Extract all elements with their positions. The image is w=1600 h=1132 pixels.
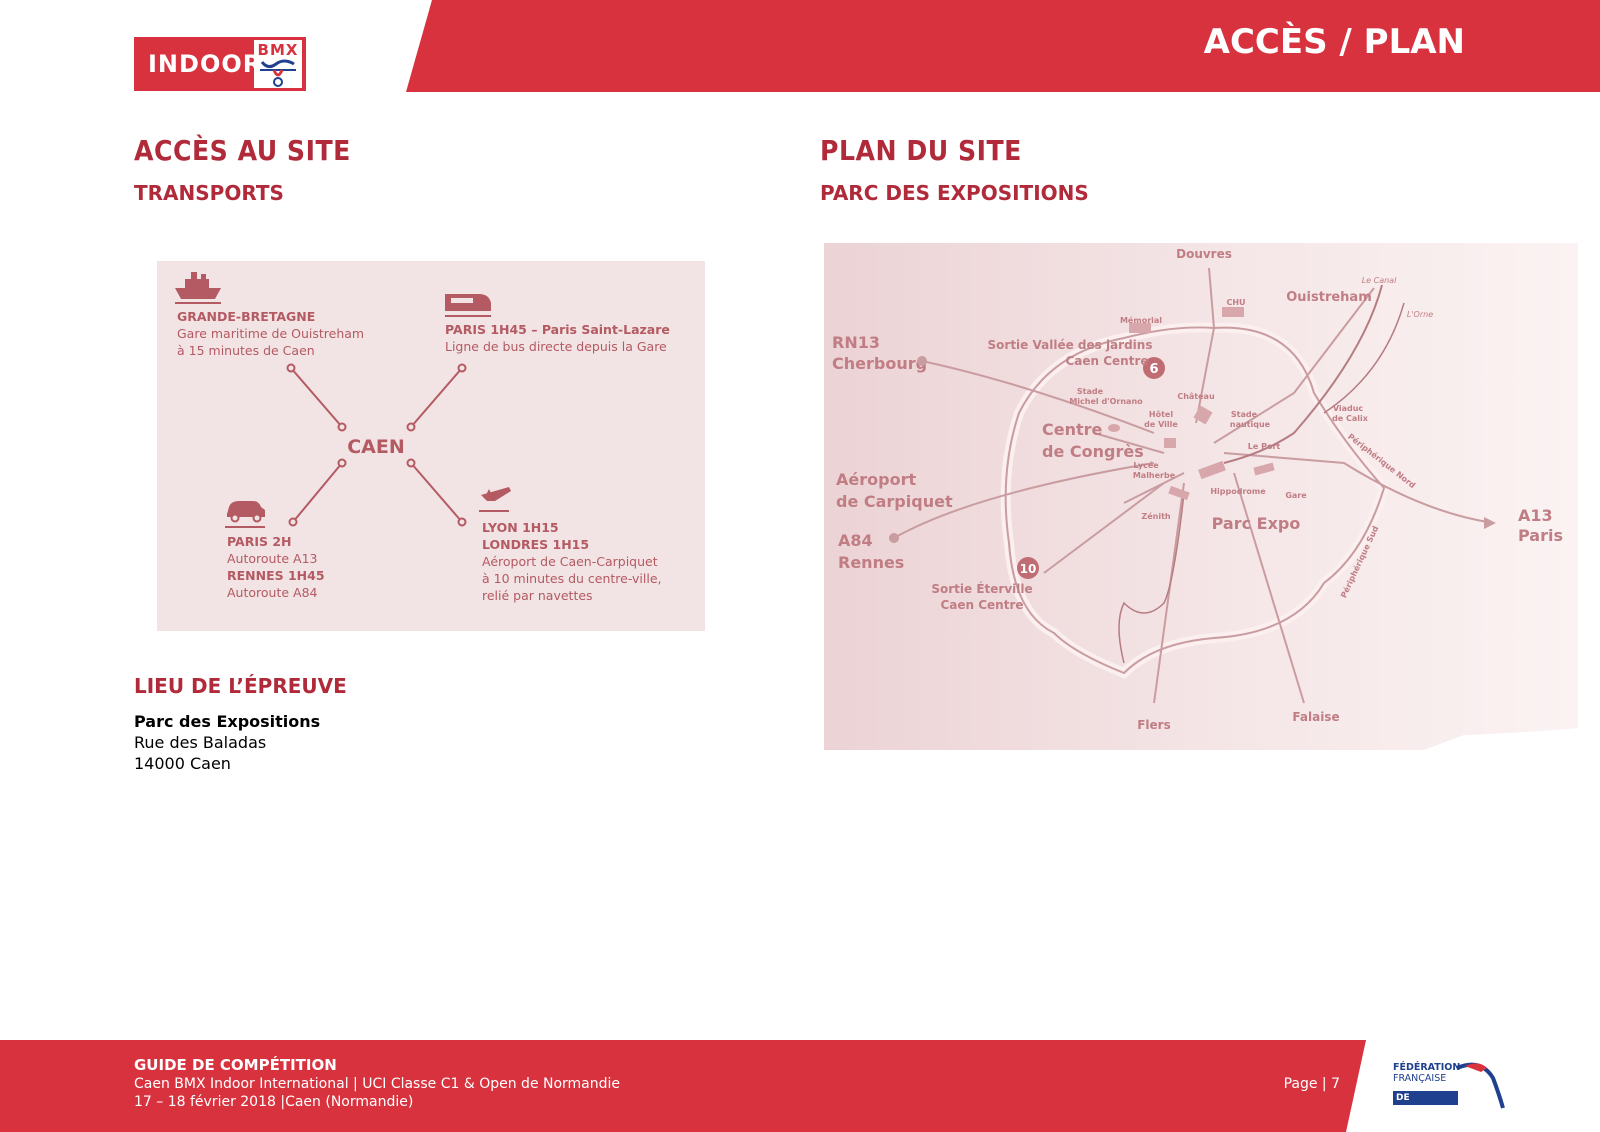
map-hotel-ville-2: de Ville xyxy=(1144,420,1178,429)
map-parc-expo: Parc Expo xyxy=(1212,514,1301,533)
map-hippodrome: Hippodrome xyxy=(1210,487,1266,496)
logo-indoor-text: INDOOR xyxy=(148,50,263,78)
venue-name: Parc des Expositions xyxy=(134,712,321,731)
map-flers: Flers xyxy=(1137,718,1171,732)
map-hotel-ville-1: Hôtel xyxy=(1149,409,1173,419)
map-chateau: Château xyxy=(1177,392,1215,401)
car-line1: PARIS 2H xyxy=(227,534,291,549)
ffc-line1: FÉDÉRATION xyxy=(1393,1062,1461,1073)
car-line3: RENNES 1H45 xyxy=(227,568,325,583)
map-sortie-eterville-2: Caen Centre xyxy=(940,598,1023,612)
indoor-bmx-logo: INDOOR BMX xyxy=(134,37,306,91)
exit-6: 6 xyxy=(1149,362,1158,377)
plane-line1: LYON 1H15 xyxy=(482,520,559,535)
transport-infographic: GRANDE-BRETAGNE Gare maritime de Ouistre… xyxy=(157,261,705,631)
ship-icon xyxy=(175,272,221,304)
map-cherbourg: Cherbourg xyxy=(832,354,927,373)
footer-guide: GUIDE DE COMPÉTITION xyxy=(134,1056,337,1074)
gb-line2: à 15 minutes de Caen xyxy=(177,343,315,358)
logo-bmx-text: BMX xyxy=(257,41,299,59)
map-ouistreham: Ouistreham xyxy=(1286,290,1372,305)
parc-subheading: PARC DES EXPOSITIONS xyxy=(820,181,1089,205)
bmx-badge: BMX xyxy=(254,40,302,88)
map-le-port: Le Port xyxy=(1248,442,1281,451)
map-l-orne: L'Orne xyxy=(1407,310,1433,319)
plane-line3: Aéroport de Caen-Carpiquet xyxy=(482,554,658,569)
page-number: Page | 7 xyxy=(1283,1076,1340,1092)
map-lycee-1: Lycée xyxy=(1133,460,1159,470)
site-map: 6 10 Douvres Ouistreham Le Canal L'Orne … xyxy=(824,243,1578,750)
gb-title: GRANDE-BRETAGNE xyxy=(177,309,315,324)
map-aeroport-2: de Carpiquet xyxy=(836,492,953,511)
map-centre-congres-2: de Congrès xyxy=(1042,442,1144,461)
map-viaduc-2: de Calix xyxy=(1332,414,1369,423)
map-stade-michel-1: Stade xyxy=(1077,387,1104,396)
exit-10: 10 xyxy=(1020,562,1037,576)
venue-street: Rue des Baladas xyxy=(134,733,267,752)
map-paris: Paris xyxy=(1518,526,1563,545)
ffc-line2: FRANÇAISE xyxy=(1393,1073,1447,1084)
plan-heading: PLAN DU SITE xyxy=(820,134,1022,167)
map-le-canal: Le Canal xyxy=(1362,276,1397,285)
map-stade-michel-2: Michel d'Ornano xyxy=(1069,397,1143,406)
map-zenith: Zénith xyxy=(1141,511,1170,521)
car-line4: Autoroute A84 xyxy=(227,585,318,600)
map-falaise: Falaise xyxy=(1292,710,1339,724)
map-gare: Gare xyxy=(1285,491,1307,500)
map-rennes: Rennes xyxy=(838,553,904,572)
caen-label: CAEN xyxy=(347,436,405,458)
map-sortie-vallee-1: Sortie Vallée des jardins xyxy=(988,338,1153,352)
car-line2: Autoroute A13 xyxy=(227,551,317,566)
footer-event: Caen BMX Indoor International | UCI Clas… xyxy=(134,1076,621,1092)
plane-line5: relié par navettes xyxy=(482,588,593,603)
venue-heading: LIEU DE L’ÉPREUVE xyxy=(134,674,347,698)
map-sortie-eterville-1: Sortie Éterville xyxy=(931,581,1032,596)
map-stade-nautique-1: Stade xyxy=(1231,410,1258,419)
access-heading: ACCÈS AU SITE xyxy=(134,134,351,167)
map-aeroport-1: Aéroport xyxy=(836,470,916,489)
map-rn13: RN13 xyxy=(832,333,880,352)
train-title: PARIS 1H45 – Paris Saint-Lazare xyxy=(445,322,670,337)
bike-icon xyxy=(260,59,296,87)
map-a13: A13 xyxy=(1518,506,1553,525)
venue-city: 14000 Caen xyxy=(134,754,231,773)
map-memorial: Mémorial xyxy=(1120,315,1162,325)
plane-icon xyxy=(479,487,511,512)
transports-subheading: TRANSPORTS xyxy=(134,181,284,205)
footer-date: 17 – 18 février 2018 |Caen (Normandie) xyxy=(134,1094,414,1110)
ffc-logo: FÉDÉRATION FRANÇAISE DE CYCLISME xyxy=(1393,1058,1511,1117)
ffc-line3: DE CYCLISME xyxy=(1393,1091,1458,1117)
page-title: ACCÈS / PLAN xyxy=(1203,22,1465,62)
map-chu: CHU xyxy=(1226,298,1245,307)
car-icon xyxy=(225,501,265,528)
train-line1: Ligne de bus directe depuis la Gare xyxy=(445,339,667,354)
footer-info: GUIDE DE COMPÉTITION Caen BMX Indoor Int… xyxy=(134,1056,620,1111)
plane-line2: LONDRES 1H15 xyxy=(482,537,589,552)
train-icon xyxy=(445,294,491,317)
footer-band xyxy=(0,1040,1366,1132)
gb-line1: Gare maritime de Ouistreham xyxy=(177,326,364,341)
map-stade-nautique-2: nautique xyxy=(1230,420,1271,429)
map-viaduc-1: Viaduc xyxy=(1333,404,1364,413)
map-douvres: Douvres xyxy=(1176,247,1232,261)
map-lycee-2: Malherbe xyxy=(1133,471,1176,480)
ffc-swoosh-icon xyxy=(1456,1062,1505,1109)
map-sortie-vallee-2: Caen Centre xyxy=(1065,354,1148,368)
venue-address: Parc des Expositions Rue des Baladas 140… xyxy=(134,711,320,774)
map-a84: A84 xyxy=(838,531,873,550)
map-centre-congres-1: Centre xyxy=(1042,420,1103,439)
header-band xyxy=(406,0,1600,92)
plane-line4: à 10 minutes du centre-ville, xyxy=(482,571,662,586)
